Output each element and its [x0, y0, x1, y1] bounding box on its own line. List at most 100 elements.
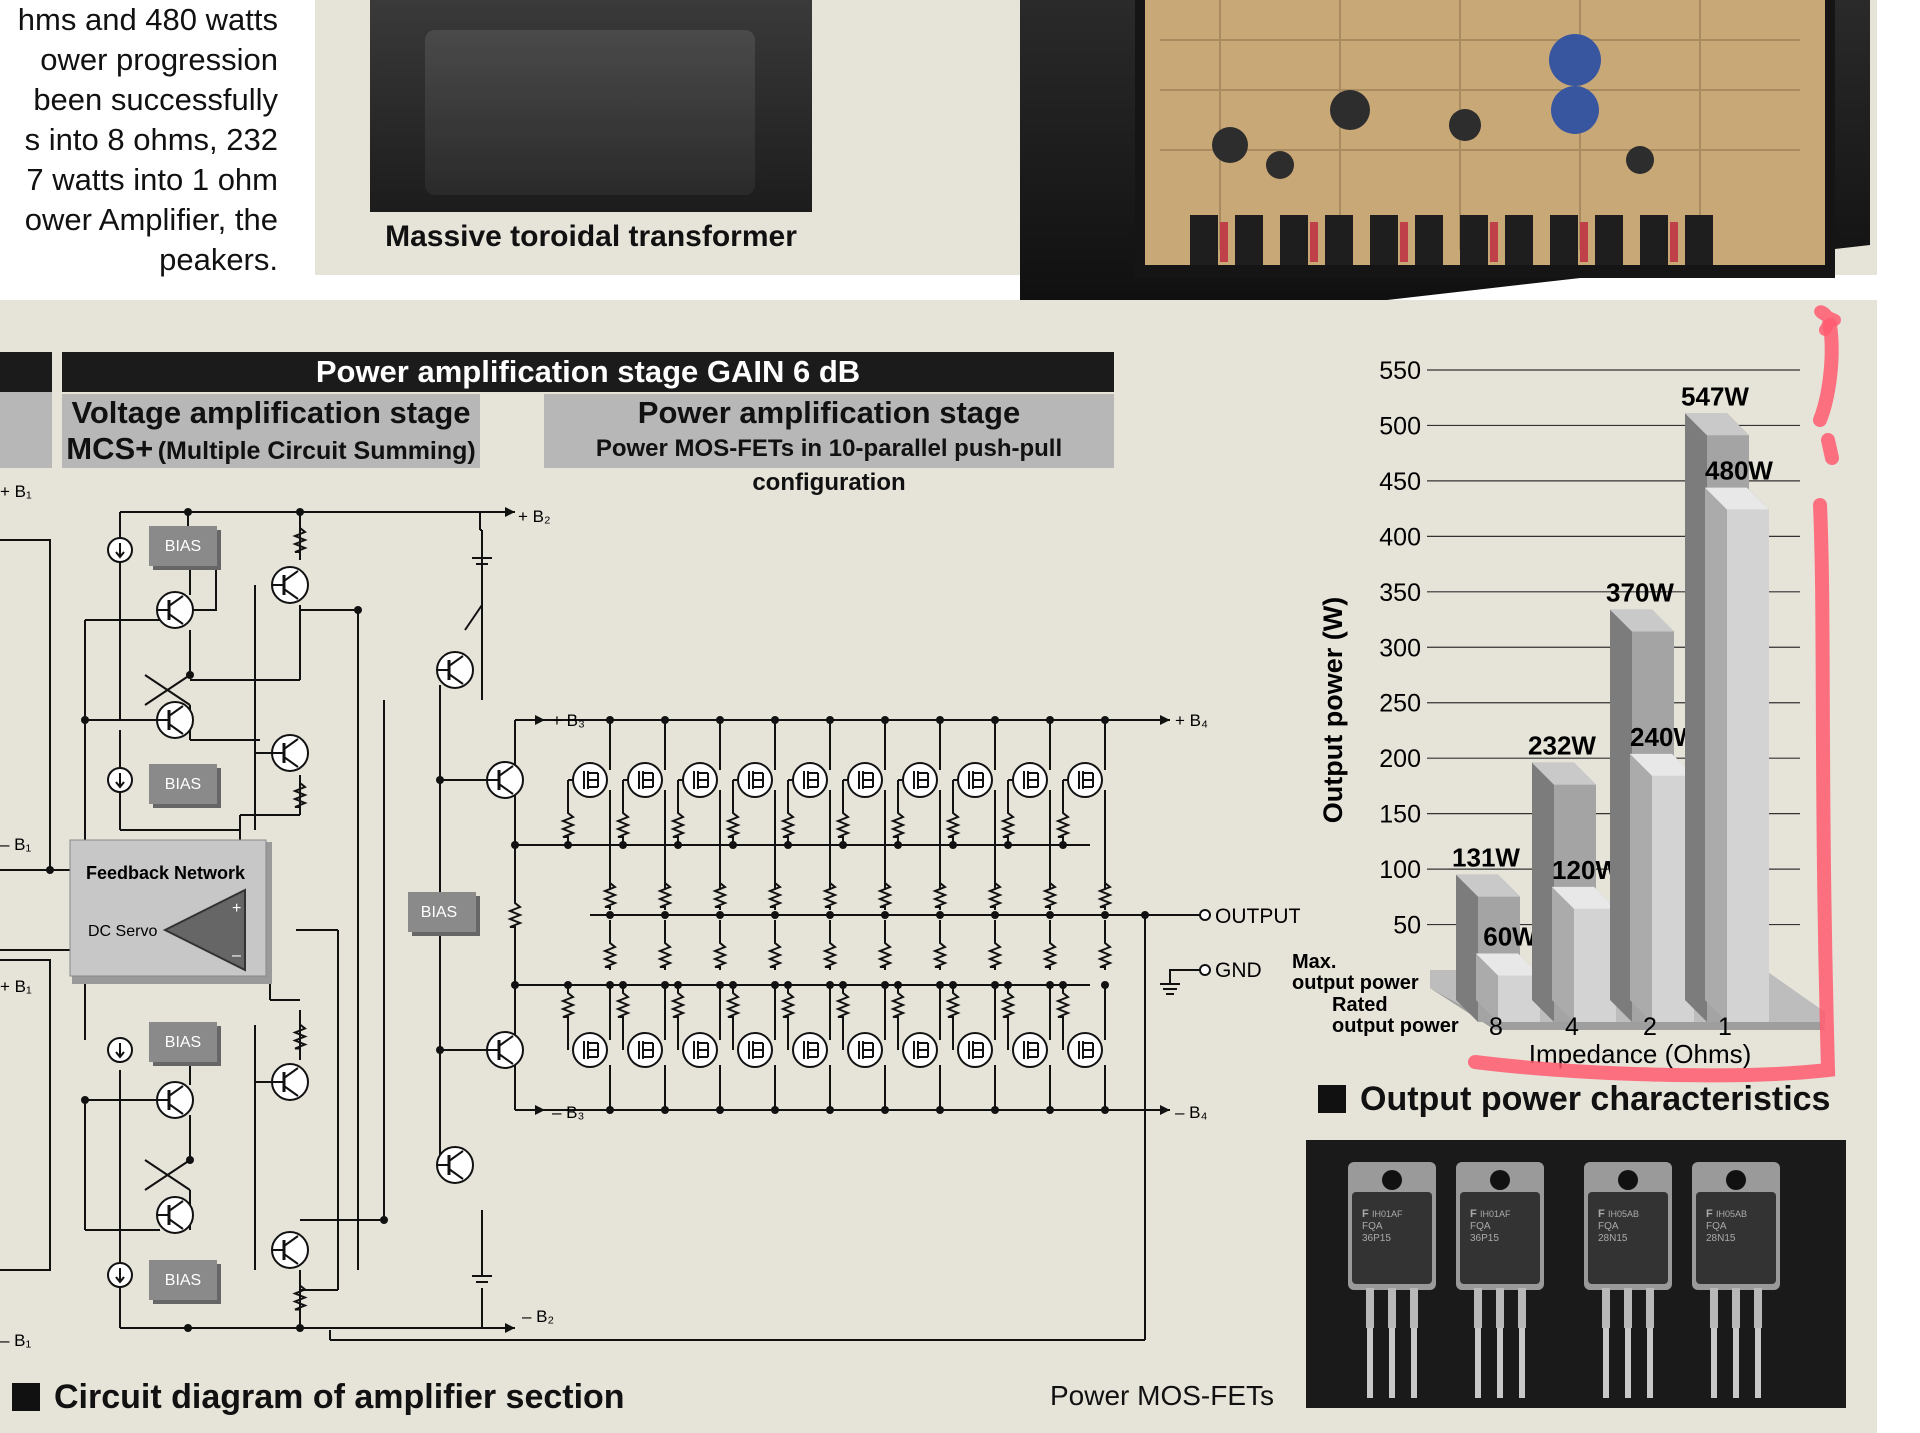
legend-max-line1: Max. — [1292, 951, 1336, 973]
junction-dot — [936, 716, 944, 724]
mosfet-marking: 36P15 — [1470, 1233, 1499, 1244]
junction-dot — [826, 911, 834, 919]
resistor — [767, 940, 783, 970]
bjt-transistor — [156, 1081, 194, 1119]
junction-dot — [1046, 716, 1054, 724]
bias-label: BIAS — [165, 776, 201, 793]
voltage-stage-subtitle: MCS+ (Multiple Circuit Summing) — [62, 432, 480, 472]
resistor — [292, 1018, 308, 1055]
mosfet-transistor — [1012, 1032, 1048, 1068]
output-terminal — [1199, 909, 1211, 921]
resistor — [1097, 880, 1113, 910]
rated-power-bar — [1552, 886, 1616, 1022]
intro-line: s into 8 ohms, 232 — [24, 122, 278, 157]
mosfet-transistor — [902, 1032, 938, 1068]
resistor — [1000, 805, 1016, 845]
highlight-stroke — [1468, 318, 1839, 1083]
arrow-head — [1160, 715, 1170, 725]
mosfet-marking: 36P15 — [1362, 1233, 1391, 1244]
junction-dot — [81, 1096, 89, 1104]
rail-b2-neg: – B₂ — [522, 1307, 554, 1326]
mosfet-transistor — [627, 1032, 663, 1068]
mosfet-caption: Power MOS-FETs — [1050, 1380, 1275, 1411]
bjt-transistor — [271, 734, 309, 772]
rail-b3-neg: – B₃ — [552, 1103, 584, 1122]
amplifier-board-photo — [1020, 0, 1870, 335]
resistor — [657, 940, 673, 970]
arrow-head — [505, 1323, 515, 1333]
bias-block: BIAS — [149, 1260, 221, 1304]
junction-dot — [46, 866, 54, 874]
chart-y-tick-label: 250 — [1379, 690, 1421, 718]
mosfet-logo-icon: F — [1470, 1208, 1477, 1220]
resistor — [822, 940, 838, 970]
resistor — [822, 880, 838, 910]
resistor — [987, 940, 1003, 970]
transformer-photo — [370, 0, 812, 212]
mosfet-marking: IH05AB — [1608, 1209, 1639, 1219]
rated-power-bar — [1705, 487, 1769, 1022]
intro-line: ower progression — [40, 42, 278, 77]
mosfet-logo-icon: F — [1362, 1208, 1369, 1220]
resistor — [657, 880, 673, 910]
ground-symbol — [1160, 969, 1200, 995]
feedback-network: Feedback Network DC Servo + – — [69, 839, 272, 984]
current-source — [107, 767, 133, 793]
mosfet-transistor — [1012, 762, 1048, 798]
power-stage-subtitle: Power MOS-FETs in 10-parallel push-pull … — [595, 435, 1063, 496]
intro-text: hms and 480 watts ower progression been … — [0, 0, 278, 285]
chart-y-axis-label: Output power (W) — [1318, 597, 1348, 823]
junction-dot — [511, 981, 519, 989]
junction-dot — [380, 1216, 388, 1224]
junction-dot — [991, 716, 999, 724]
junction-dot — [296, 508, 304, 516]
transformer-caption: Massive toroidal transformer — [385, 220, 797, 253]
junction-dot — [661, 1106, 669, 1114]
chart-y-tick-label: 100 — [1379, 856, 1421, 884]
chart-y-tick-label: 300 — [1379, 634, 1421, 662]
bjt-transistor — [156, 701, 194, 739]
junction-dot — [1046, 981, 1054, 989]
mosfet-transistor — [957, 1032, 993, 1068]
resistor — [615, 805, 631, 845]
chart-x-tick-label: 2 — [1643, 1013, 1657, 1041]
resistor — [507, 890, 523, 940]
capacitor — [472, 557, 492, 565]
mosfet-marking: FQA — [1470, 1221, 1491, 1232]
junction-dot — [881, 1106, 889, 1114]
resistor — [877, 940, 893, 970]
mosfet-marking: 28N15 — [1598, 1233, 1628, 1244]
wire — [0, 959, 51, 1271]
mosfet-marking: 28N15 — [1706, 1233, 1736, 1244]
gain-header: Power amplification stage GAIN 6 dB — [62, 352, 1114, 392]
mosfet-marking: IH05AB — [1716, 1209, 1747, 1219]
junction-dot — [991, 1106, 999, 1114]
legend-rated-line2: output power — [1332, 1015, 1459, 1037]
resistor — [292, 525, 308, 555]
resistor — [945, 805, 961, 845]
resistor — [932, 940, 948, 970]
junction-dot — [1101, 981, 1109, 989]
mosfet-transistor — [792, 1032, 828, 1068]
mosfet-transistor — [1067, 1032, 1103, 1068]
junction-dot — [296, 1324, 304, 1332]
rated-power-bar — [1630, 753, 1694, 1022]
header-stub-black — [0, 352, 52, 392]
intro-line: hms and 480 watts — [17, 2, 278, 37]
intro-line: peakers. — [159, 242, 278, 277]
junction-dot — [1046, 911, 1054, 919]
mosfet-transistor — [847, 1032, 883, 1068]
bias-label: BIAS — [421, 904, 457, 921]
circuit-diagram: Feedback Network DC Servo + – BIAS BIAS … — [0, 482, 1300, 1350]
chart-y-tick-label: 200 — [1379, 745, 1421, 773]
resistor — [890, 985, 906, 1025]
rail-b1-pos-top: + B₁ — [0, 482, 32, 501]
gnd-terminal-label: GND — [1215, 959, 1262, 982]
resistor — [560, 985, 576, 1025]
rail-b4-pos: + B₄ — [1175, 711, 1208, 730]
junction-dot — [661, 716, 669, 724]
bjt-transistor — [156, 591, 194, 629]
rated-power-value-label: 480W — [1705, 456, 1773, 486]
